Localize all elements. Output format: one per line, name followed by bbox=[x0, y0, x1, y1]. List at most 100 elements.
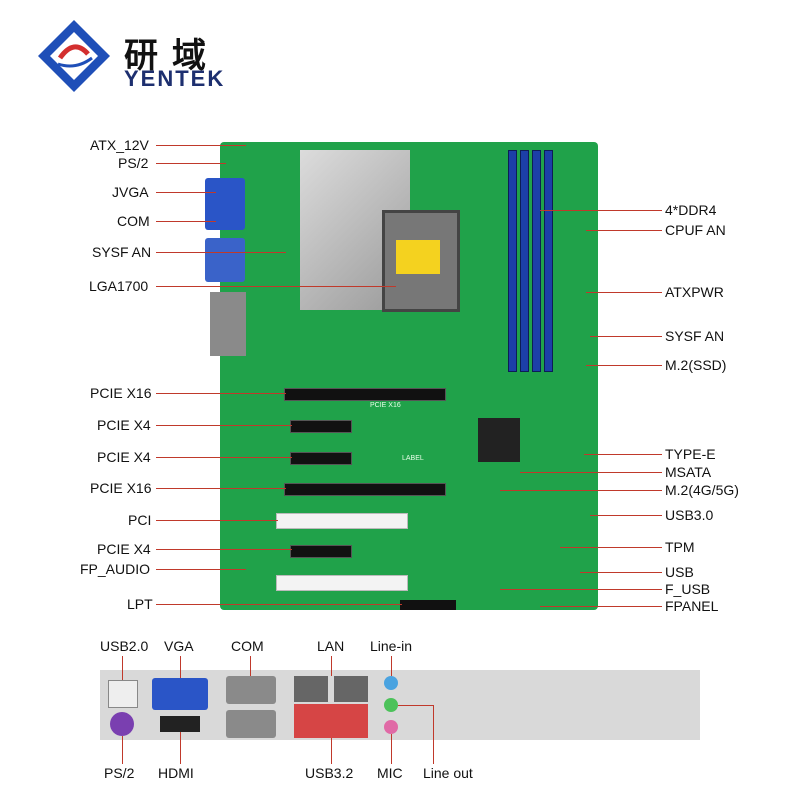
leader-line bbox=[586, 230, 662, 231]
io-label-lan: LAN bbox=[317, 638, 345, 654]
leader-line bbox=[500, 589, 662, 590]
leader-line bbox=[156, 145, 246, 146]
label-lga1700: LGA1700 bbox=[89, 278, 149, 294]
lpt-header bbox=[400, 600, 456, 610]
io-label-usb32: USB3.2 bbox=[305, 765, 354, 781]
label-f-usb: F_USB bbox=[665, 581, 711, 597]
io-label-mic: MIC bbox=[377, 765, 403, 781]
label-usb: USB bbox=[665, 564, 694, 580]
ps2-port bbox=[110, 712, 134, 736]
leader-line bbox=[156, 569, 246, 570]
leader-line bbox=[331, 738, 332, 764]
vga-rear-port bbox=[152, 678, 208, 710]
leader-line bbox=[560, 547, 662, 548]
io-label-ps2: PS/2 bbox=[104, 765, 135, 781]
leader-line bbox=[156, 520, 278, 521]
leader-line bbox=[391, 656, 392, 676]
label-sysfan-left: SYSF AN bbox=[92, 244, 152, 260]
label-tpm: TPM bbox=[665, 539, 695, 555]
label-fp-audio: FP_AUDIO bbox=[80, 561, 151, 577]
lan-port bbox=[210, 292, 246, 356]
pcie-x4-slot-2 bbox=[290, 452, 352, 465]
brand-name-en: YENTEK bbox=[124, 66, 226, 91]
label-atxpwr: ATXPWR bbox=[665, 284, 724, 300]
leader-line bbox=[250, 656, 251, 676]
leader-line bbox=[156, 549, 292, 550]
io-label-line-in: Line-in bbox=[370, 638, 413, 654]
leader-line bbox=[540, 210, 662, 211]
pci-slot-1 bbox=[276, 513, 408, 529]
leader-line bbox=[331, 656, 332, 676]
usb20-ports bbox=[108, 680, 138, 708]
yentek-logo-icon bbox=[38, 20, 110, 92]
label-pci: PCI bbox=[128, 512, 152, 528]
leader-line bbox=[540, 606, 662, 607]
mic-jack bbox=[384, 720, 398, 734]
label-jvga: JVGA bbox=[112, 184, 149, 200]
leader-line bbox=[580, 572, 662, 573]
leader-line bbox=[520, 472, 662, 473]
line-out-jack bbox=[384, 698, 398, 712]
leader-line bbox=[156, 393, 286, 394]
pcie-x4-slot-3 bbox=[290, 545, 352, 558]
io-label-usb20: USB2.0 bbox=[100, 638, 149, 654]
leader-line bbox=[433, 705, 434, 764]
label-pcie-x16-1: PCIE X16 bbox=[90, 385, 152, 401]
leader-line bbox=[122, 656, 123, 680]
brand-name-cn: 研域 bbox=[124, 36, 220, 76]
leader-line bbox=[590, 515, 662, 516]
leader-line bbox=[156, 252, 286, 253]
label-pcie-x16-2: PCIE X16 bbox=[90, 480, 152, 496]
leader-line bbox=[156, 457, 292, 458]
cpu-socket-center bbox=[396, 240, 440, 274]
leader-line bbox=[391, 734, 392, 764]
dimm-slot bbox=[508, 150, 517, 372]
chipset-heatsink bbox=[478, 418, 520, 462]
lan-rear-port-2 bbox=[334, 676, 368, 702]
label-sysfan-right: SYSF AN bbox=[665, 328, 725, 344]
label-lpt: LPT bbox=[127, 596, 153, 612]
label-type-e: TYPE-E bbox=[665, 446, 716, 462]
vga-port bbox=[205, 178, 245, 230]
label-m2-ssd: M.2(SSD) bbox=[665, 357, 727, 373]
leader-line bbox=[156, 425, 292, 426]
leader-line bbox=[584, 454, 662, 455]
leader-line bbox=[156, 163, 226, 164]
label-4ddr4: 4*DDR4 bbox=[665, 202, 717, 218]
dimm-slot bbox=[532, 150, 541, 372]
label-cpufan: CPUF AN bbox=[665, 222, 726, 238]
label-usb30: USB3.0 bbox=[665, 507, 714, 523]
dimm-slot bbox=[520, 150, 529, 372]
hdmi-port bbox=[160, 716, 200, 732]
label-pcie-x4-2: PCIE X4 bbox=[97, 449, 151, 465]
pci-slot-2 bbox=[276, 575, 408, 591]
io-label-com: COM bbox=[231, 638, 264, 654]
leader-line bbox=[500, 490, 662, 491]
dimm-slot bbox=[544, 150, 553, 372]
pcie-x16-slot-1 bbox=[284, 388, 446, 401]
leader-line bbox=[590, 336, 662, 337]
com-rear-port-1 bbox=[226, 676, 276, 704]
line-in-jack bbox=[384, 676, 398, 690]
leader-line bbox=[586, 365, 662, 366]
label-fpanel: FPANEL bbox=[665, 598, 719, 614]
leader-line bbox=[156, 488, 286, 489]
pcie-x16-slot-2 bbox=[284, 483, 446, 496]
com-port bbox=[205, 238, 245, 282]
io-label-line-out: Line out bbox=[423, 765, 473, 781]
leader-line bbox=[156, 286, 396, 287]
label-ps2: PS/2 bbox=[118, 155, 149, 171]
io-label-vga: VGA bbox=[164, 638, 194, 654]
leader-line bbox=[156, 192, 216, 193]
silkscreen-label: LABEL bbox=[402, 455, 424, 462]
leader-line bbox=[180, 656, 181, 678]
label-pcie-x4-3: PCIE X4 bbox=[97, 541, 151, 557]
label-m2-4g5g: M.2(4G/5G) bbox=[665, 482, 739, 498]
io-label-hdmi: HDMI bbox=[158, 765, 194, 781]
usb32-ports bbox=[294, 704, 368, 738]
leader-line bbox=[122, 736, 123, 764]
leader-line bbox=[398, 705, 433, 706]
silkscreen-pcie-x16: PCIE X16 bbox=[370, 402, 401, 409]
pcie-x4-slot-1 bbox=[290, 420, 352, 433]
label-com: COM bbox=[117, 213, 150, 229]
